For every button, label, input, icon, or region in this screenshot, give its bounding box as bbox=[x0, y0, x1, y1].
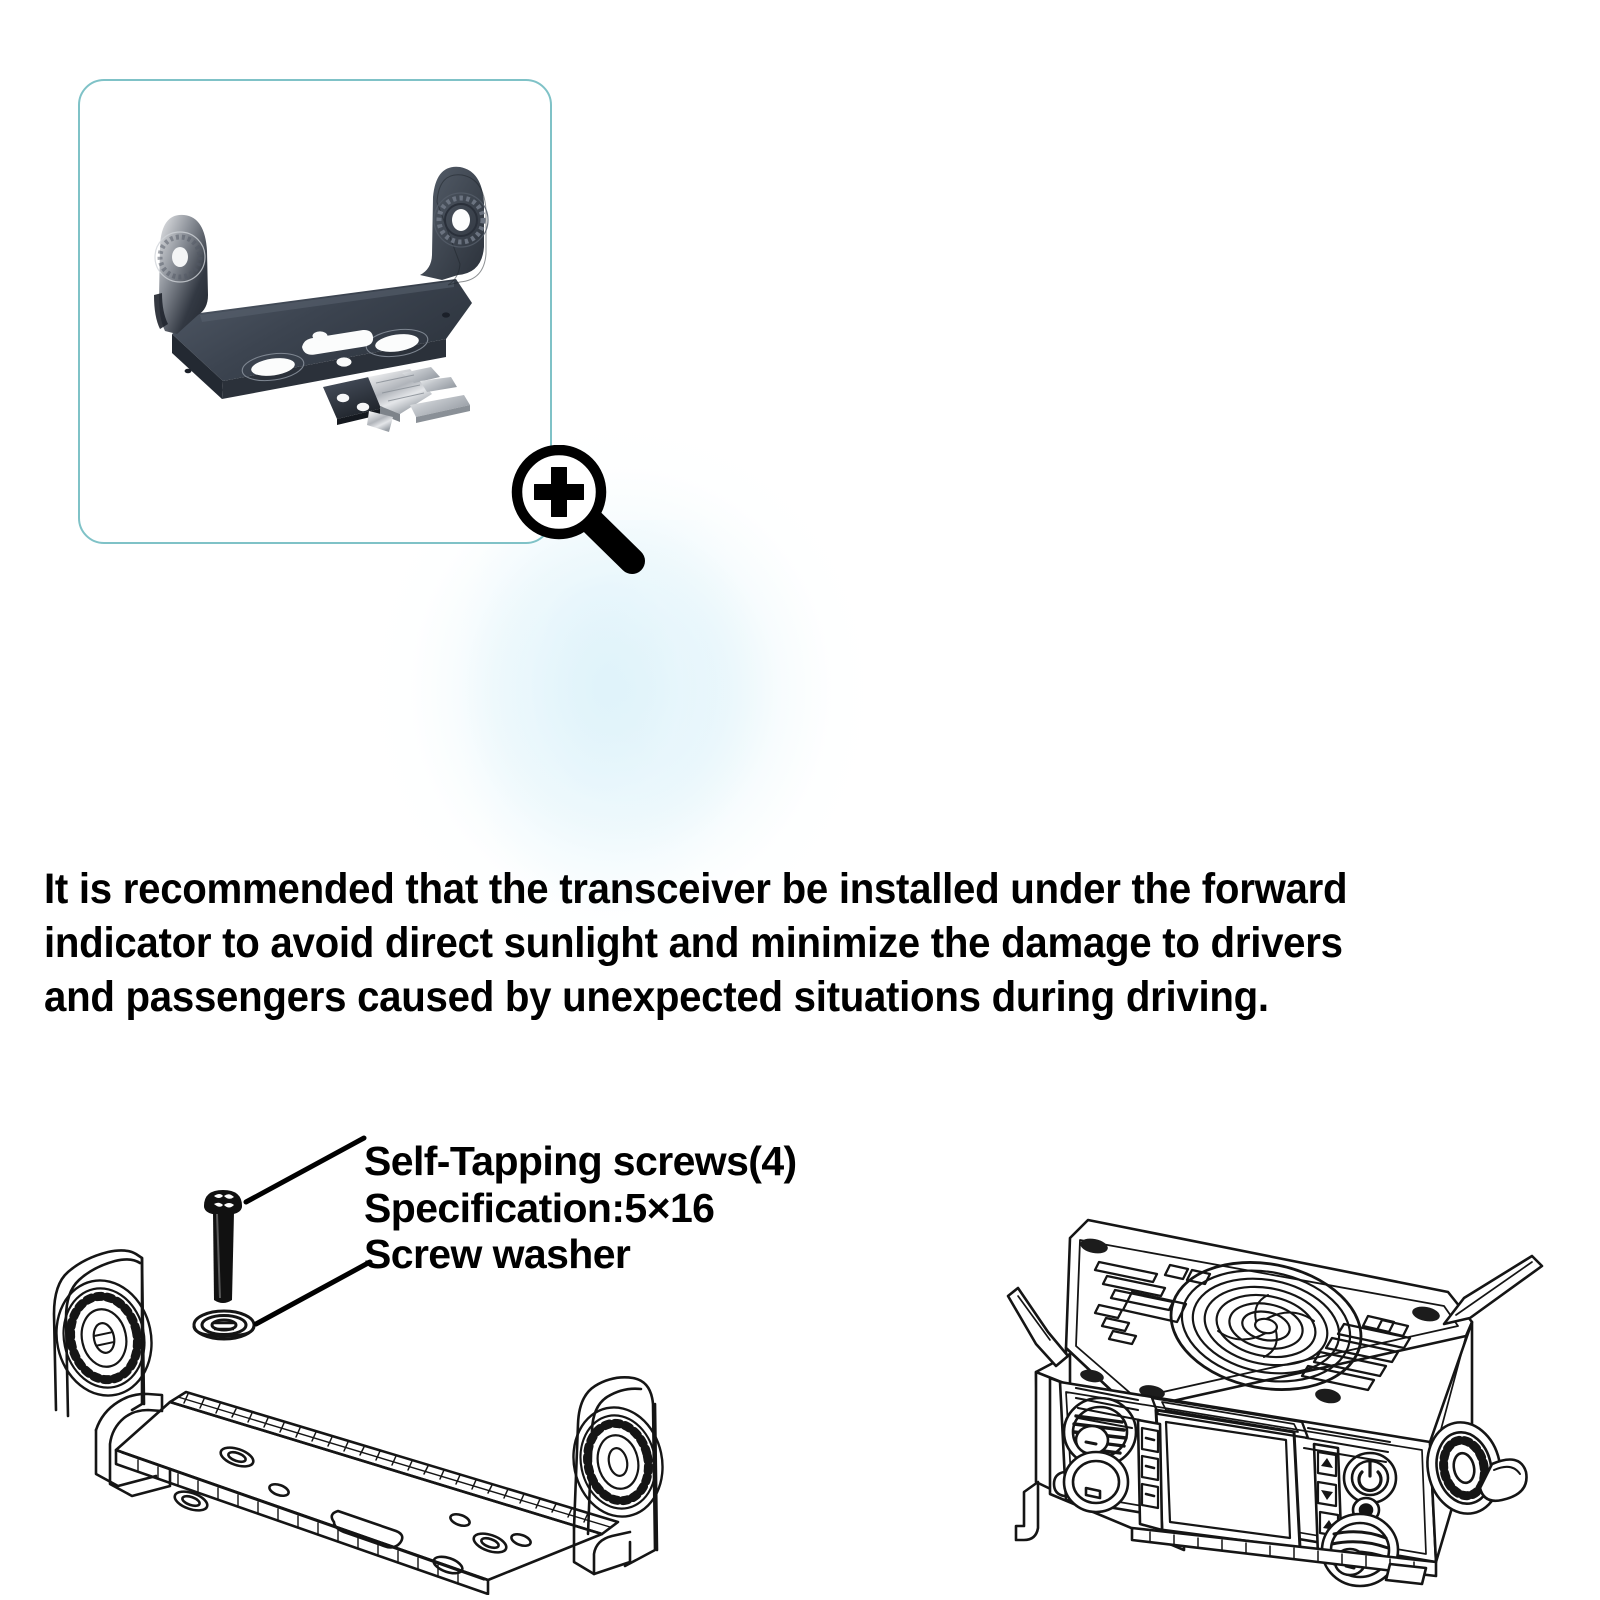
radio-diagram-svg bbox=[1006, 1218, 1544, 1588]
callout-self-tapping-screws: Self-Tapping screws(4) bbox=[364, 1138, 797, 1184]
lcd-display bbox=[1154, 1408, 1302, 1550]
mounting-bracket-line-drawing bbox=[18, 1110, 718, 1596]
note-line-3: and passengers caused by unexpected situ… bbox=[44, 973, 1269, 1022]
button-strip-left[interactable] bbox=[1136, 1418, 1164, 1532]
callout-leader-lines bbox=[243, 1135, 373, 1327]
screw-washer bbox=[192, 1309, 256, 1341]
callout-specification: Specification:5×16 bbox=[364, 1184, 715, 1231]
callout-label-group: Self-Tapping screws(4) Specification:5×1… bbox=[364, 1138, 924, 1278]
power-button[interactable] bbox=[1342, 1451, 1398, 1505]
bracket-diagram-svg bbox=[52, 1135, 664, 1596]
mount-tab-right bbox=[1426, 1421, 1528, 1515]
bracket-photo-svg bbox=[154, 166, 489, 432]
side-rod-left bbox=[1006, 1286, 1070, 1368]
bracket-product-photo[interactable] bbox=[78, 79, 552, 544]
self-tapping-screw bbox=[204, 1190, 242, 1303]
callout-screw-washer: Screw washer bbox=[364, 1231, 631, 1278]
mic-jack bbox=[1052, 1450, 1130, 1514]
magnifier-glyph bbox=[511, 444, 645, 574]
side-rod-right bbox=[1442, 1254, 1544, 1326]
zoom-in-magnifier-icon[interactable] bbox=[500, 444, 660, 580]
product-photo-image bbox=[80, 81, 550, 542]
installation-note: It is recommended that the transceiver b… bbox=[44, 862, 1465, 1025]
fan-grille bbox=[1169, 1261, 1363, 1391]
plus-icon bbox=[534, 467, 584, 517]
mobile-transceiver-line-drawing bbox=[870, 1110, 1570, 1590]
note-line-1: It is recommended that the transceiver b… bbox=[44, 865, 1348, 913]
note-line-2: indicator to avoid direct sunlight and m… bbox=[44, 919, 1343, 968]
mount-tab-left bbox=[1014, 1480, 1040, 1542]
